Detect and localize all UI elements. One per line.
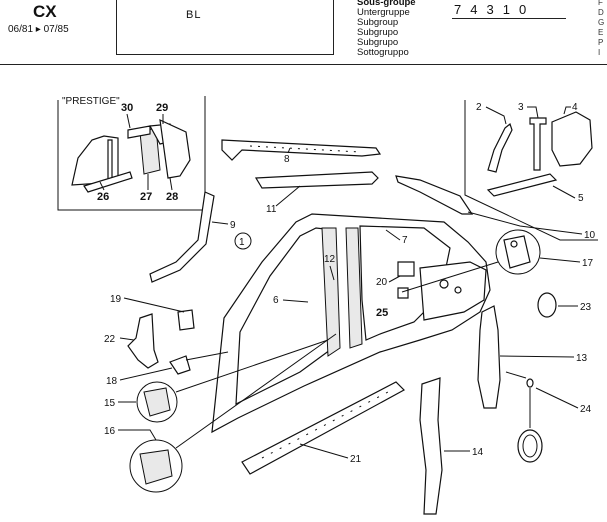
callout-4: 4	[572, 102, 578, 113]
part-rail-11	[254, 171, 379, 189]
subgroup-code: 7 4 3 1 0	[452, 2, 568, 19]
code-digit: 7	[454, 2, 462, 17]
callout-11: 11	[266, 204, 277, 215]
callout-22: 22	[104, 334, 116, 345]
part-roof-rail-8	[221, 139, 382, 161]
part-rail-10	[395, 175, 474, 215]
header-box-label: BL	[186, 9, 202, 21]
callout-7: 7	[402, 235, 408, 246]
inset-prestige: "PRESTIGE"	[57, 96, 206, 211]
callout-2: 2	[476, 102, 482, 113]
callout-12: 12	[324, 254, 336, 265]
callout-24: 24	[580, 404, 592, 415]
inset-title: "PRESTIGE"	[62, 96, 120, 107]
callout-13: 13	[576, 353, 588, 364]
language-letters: F D G E P I	[598, 0, 605, 57]
part-side-frame	[211, 213, 491, 434]
code-digit: 1	[502, 2, 510, 17]
code-digit: 3	[486, 2, 494, 17]
callout-17: 17	[582, 258, 594, 269]
part-pillar-14	[419, 377, 443, 515]
subgroup-name: Subgroup	[357, 17, 399, 28]
part-filler-17	[503, 235, 531, 269]
callout-9: 9	[230, 220, 236, 231]
callout-30: 30	[121, 102, 133, 114]
code-digit: 4	[470, 2, 478, 17]
callout-28: 28	[166, 191, 178, 203]
callout-8: 8	[284, 154, 290, 165]
model-name: CX	[33, 2, 57, 21]
part-patch-16	[139, 449, 173, 485]
subgroup-name: Sous-groupe	[357, 0, 416, 8]
part-22	[127, 313, 159, 369]
callout-27: 27	[140, 191, 152, 203]
part-a-pillar-9	[149, 191, 215, 283]
callout-6: 6	[273, 295, 279, 306]
callout-5: 5	[578, 193, 584, 204]
part-patch-15	[143, 387, 171, 417]
callout-19: 19	[110, 294, 122, 305]
part-sill-21	[241, 381, 405, 475]
code-digit: 0	[518, 2, 527, 17]
part-clip-24	[526, 378, 534, 388]
callout-3: 3	[518, 102, 524, 113]
part-ring-24	[517, 429, 543, 463]
callout-21: 21	[350, 454, 362, 465]
subgroup-name: Sottogruppo	[357, 47, 409, 58]
header-box	[116, 0, 334, 55]
circle-marker	[234, 232, 252, 250]
callout-25: 25	[376, 307, 388, 319]
part-grommet-23	[537, 292, 557, 318]
callout-1: 1	[239, 237, 245, 248]
subgroup-name: Subgrupo	[357, 27, 399, 38]
callout-15: 15	[104, 398, 116, 409]
callout-26: 26	[97, 191, 109, 203]
subgroup-name: Untergruppe	[357, 7, 410, 18]
part-pillar-13	[477, 305, 501, 409]
inset-right	[464, 100, 598, 241]
callout-14: 14	[472, 447, 484, 458]
callout-16: 16	[104, 426, 116, 437]
callout-29: 29	[156, 102, 168, 114]
part-19	[177, 309, 195, 331]
callout-23: 23	[580, 302, 592, 313]
part-18	[169, 355, 191, 375]
callout-10: 10	[584, 230, 596, 241]
subgroup-names: Sous-groupe Untergruppe Subgroup Subgrup…	[357, 0, 416, 58]
subgroup-name: Subgrupo	[357, 37, 399, 48]
callout-18: 18	[106, 376, 118, 387]
callout-20: 20	[376, 277, 388, 288]
date-range: 06/81 ▸ 07/85	[8, 24, 69, 35]
header-separator	[0, 64, 607, 65]
